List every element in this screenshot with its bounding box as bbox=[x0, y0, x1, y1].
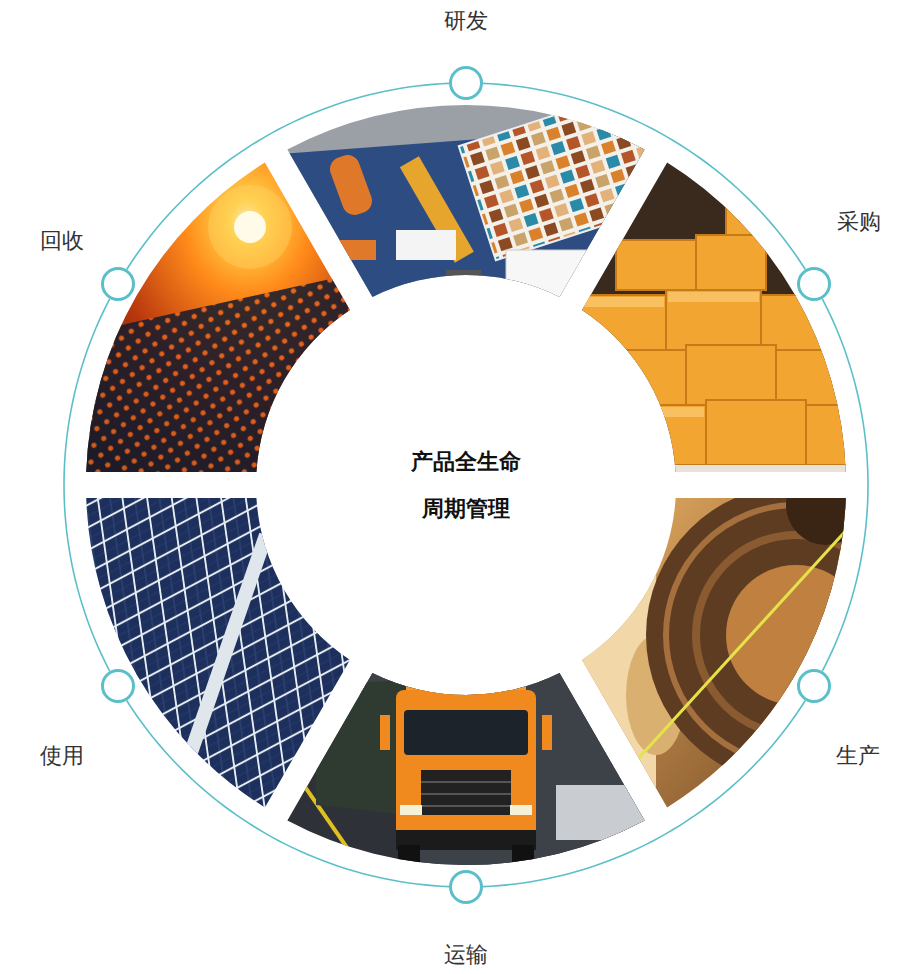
stage-label: 采购 bbox=[837, 209, 881, 235]
stage-label: 运输 bbox=[444, 942, 488, 968]
stage-marker: 回收 bbox=[101, 267, 135, 301]
transport-picture-part bbox=[316, 680, 406, 815]
purchasing-picture-part-part bbox=[666, 290, 761, 350]
ring-segment bbox=[64, 299, 110, 671]
ring-segment bbox=[483, 83, 805, 269]
production-picture-part bbox=[696, 535, 896, 735]
ring-segment bbox=[483, 701, 805, 887]
center-circle: 产品全生命 周期管理 bbox=[266, 285, 666, 685]
transport-picture-part-part bbox=[421, 805, 511, 807]
center-title: 产品全生命 周期管理 bbox=[404, 438, 527, 532]
ring-segment bbox=[127, 83, 449, 269]
transport-picture-part bbox=[556, 785, 646, 840]
transport-picture-part-part bbox=[421, 781, 511, 783]
research-picture-part bbox=[446, 270, 481, 280]
ring-segment bbox=[127, 701, 449, 887]
purchasing-picture-part-part bbox=[706, 400, 806, 465]
transport-picture-part-part bbox=[421, 793, 511, 795]
stage-label: 使用 bbox=[40, 743, 84, 769]
purchasing-picture-part-part bbox=[806, 405, 856, 465]
transport-picture-part bbox=[398, 845, 420, 867]
purchasing-picture-part-part bbox=[726, 185, 796, 235]
stage-label: 生产 bbox=[836, 743, 880, 769]
recycling-picture-part bbox=[208, 185, 292, 269]
ring-segment bbox=[822, 299, 868, 671]
recycling-picture-part bbox=[234, 211, 266, 243]
production-picture-part bbox=[786, 465, 866, 545]
transport-picture-part bbox=[421, 782, 511, 806]
transport-picture-part bbox=[542, 715, 552, 750]
stage-label: 回收 bbox=[40, 228, 84, 254]
research-picture-part bbox=[396, 230, 456, 260]
transport-picture-part bbox=[512, 845, 534, 867]
stage-marker: 生产 bbox=[797, 669, 831, 703]
stage-marker: 运输 bbox=[449, 870, 483, 904]
transport-picture-part bbox=[510, 805, 532, 815]
purchasing-picture-part-part bbox=[761, 295, 841, 350]
transport-picture-part bbox=[404, 710, 528, 755]
purchasing-picture-part-part bbox=[578, 297, 664, 307]
purchasing-picture-part-part bbox=[668, 292, 759, 302]
stage-marker: 采购 bbox=[797, 267, 831, 301]
production-picture-part bbox=[666, 505, 907, 765]
transport-picture-part bbox=[380, 715, 390, 750]
transport-picture-part bbox=[396, 690, 536, 840]
stage-label: 研发 bbox=[444, 8, 488, 34]
illustration-part bbox=[76, 88, 907, 875]
transport-picture-part bbox=[421, 770, 511, 815]
purchasing-picture-part-part bbox=[696, 235, 766, 290]
use-picture-part bbox=[166, 535, 266, 825]
stage-marker: 研发 bbox=[449, 66, 483, 100]
transport-picture-part bbox=[400, 805, 422, 815]
purchasing-picture-part-part bbox=[616, 240, 696, 290]
research-picture-part bbox=[327, 152, 376, 219]
stage-marker: 使用 bbox=[101, 669, 135, 703]
